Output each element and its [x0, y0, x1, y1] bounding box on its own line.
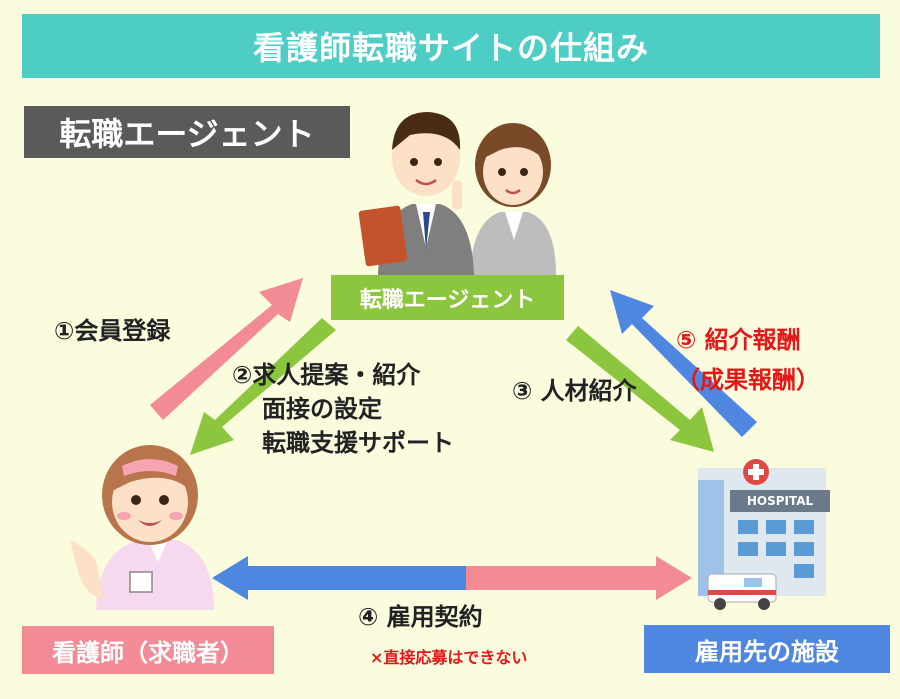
agent-heading: 転職エージェント — [24, 106, 350, 158]
hospital-illustration — [698, 459, 830, 610]
arrow-talent-introduction — [566, 326, 714, 452]
agents-illustration — [358, 112, 556, 275]
arrow-employment-contract — [212, 556, 692, 600]
facility-label: 雇用先の施設 — [644, 625, 890, 673]
agent-label: 転職エージェント — [331, 275, 564, 320]
hospital-sign: HOSPITAL — [746, 494, 814, 508]
step-1-registration: ①会員登録 — [54, 317, 171, 345]
step-4-contract: ④ 雇用契約 — [358, 603, 483, 631]
step-2-line-2: 面接の設定 — [262, 395, 382, 423]
step-2-line-3: 転職支援サポート — [262, 429, 454, 457]
step-5-line-1: ⑤ 紹介報酬 — [676, 326, 801, 354]
arrow-referral-fee — [610, 290, 757, 437]
nurse-label: 看護師（求職者） — [22, 626, 274, 674]
step-3-introduction: ③ 人材紹介 — [512, 377, 637, 405]
arrow-registration — [150, 278, 303, 420]
step-4-note: ×直接応募はできない — [370, 648, 528, 667]
arrow-job-proposal — [190, 318, 336, 455]
step-2-line-1: ②求人提案・紹介 — [232, 361, 421, 389]
page-title: 看護師転職サイトの仕組み — [22, 14, 880, 78]
step-5-line-2: （成果報酬） — [676, 366, 820, 394]
nurse-illustration — [70, 445, 214, 610]
